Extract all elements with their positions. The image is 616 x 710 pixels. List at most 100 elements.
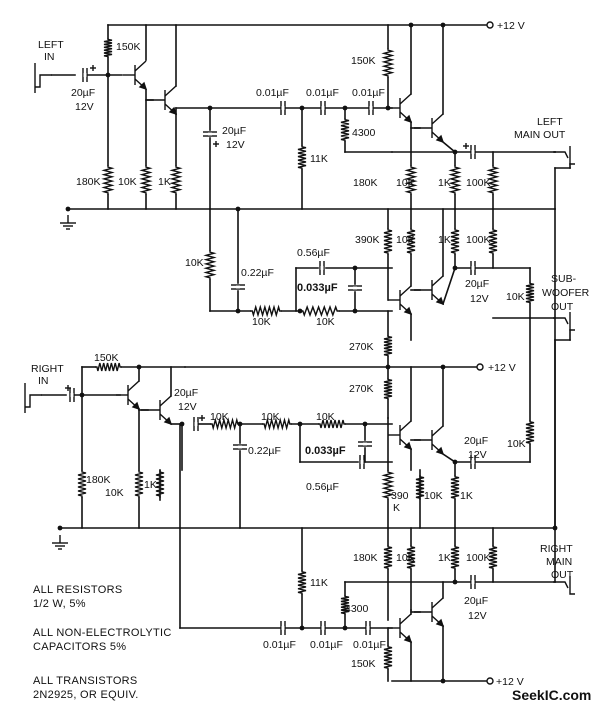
resistor [101, 165, 115, 195]
sub-c-033: 0.033µF [297, 282, 338, 294]
resistor [406, 228, 416, 255]
npn-transistor [414, 113, 445, 144]
capacitor-gap [208, 132, 212, 136]
resistor [525, 282, 535, 304]
capacitor-gap [360, 460, 364, 464]
sub-r-a: 10K [252, 316, 271, 328]
junction-dot [79, 392, 85, 398]
left-r-bot3: 1K [158, 176, 171, 188]
capacitor-gap [471, 266, 475, 270]
right-c1: 0.01µF [263, 639, 296, 651]
right-r-bot3: 1K [144, 479, 157, 491]
sub-r-in: 10K [185, 257, 204, 269]
right-r-4300: 4300 [345, 603, 369, 615]
capacitor-gap [353, 286, 357, 290]
resistor [318, 419, 346, 429]
wire [441, 140, 457, 154]
resistor [488, 545, 498, 570]
right-c-gnd: 0.22µF [248, 445, 281, 457]
junction-dot [352, 308, 358, 314]
left-c3: 0.01µF [352, 87, 385, 99]
sub-r-100k: 100K [466, 234, 491, 246]
sub-r-390: 390K [355, 234, 380, 246]
resistor [297, 145, 307, 170]
junction-dot [65, 206, 71, 212]
right-in-label: RIGHT [31, 363, 64, 375]
capacitor-gap [321, 626, 325, 630]
sub-r-270a: 270K [349, 341, 374, 353]
right-c-056: 0.56µF [306, 481, 339, 493]
resistor [448, 165, 462, 195]
junction-dot [207, 105, 213, 111]
right-r-bot2: 10K [105, 487, 124, 499]
resistor [155, 470, 165, 498]
capacitor-gap [363, 442, 367, 446]
sub-r-10k: 10K [396, 234, 415, 246]
left-in-label: LEFT [38, 39, 64, 51]
resistor [250, 304, 282, 318]
resistor [486, 165, 500, 195]
right-cap-out-voltage: 12V [468, 610, 487, 622]
right-cap-ser-value: 20µF [174, 387, 198, 399]
resistor [406, 545, 416, 570]
sub-r-1k: 1K [438, 234, 451, 246]
right-r-390-k: K [393, 502, 400, 514]
junction-dot [452, 579, 458, 585]
npn-transistor [388, 285, 413, 316]
left-r-bot1: 180K [76, 176, 101, 188]
npn-transistor [140, 395, 173, 426]
junction-dot [342, 105, 348, 111]
left-r-4300: 4300 [352, 127, 376, 139]
circuit-wires [41, 24, 571, 682]
resistor [525, 420, 535, 445]
sub-out-label: SUB- [551, 273, 577, 285]
capacitor-gap [471, 580, 475, 584]
right-r-a: 10K [210, 411, 229, 423]
resistor [404, 165, 418, 195]
right-amp-r1k: 1K [438, 552, 451, 564]
resistor [340, 595, 350, 615]
right-in-label-2: IN [38, 375, 49, 387]
resistor [415, 475, 425, 500]
audio-jack [553, 576, 575, 595]
sub-r-out: 10K [506, 291, 525, 303]
right-r-c: 10K [316, 411, 335, 423]
left-c2: 0.01µF [306, 87, 339, 99]
junction-dot [408, 22, 414, 28]
left-amp-r10k: 10K [396, 177, 415, 189]
right-r-b: 10K [261, 411, 280, 423]
right-r-11k: 11K [310, 577, 328, 589]
left-out-label: LEFT [537, 116, 563, 128]
npn-transistor [116, 380, 141, 411]
resistor [450, 475, 460, 500]
audio-jack [34, 63, 52, 93]
left-c1: 0.01µF [256, 87, 289, 99]
right-cap-out2-voltage: 12V [468, 449, 487, 461]
junction-dot [440, 22, 446, 28]
junction-dot [362, 421, 368, 427]
sub-cap-out-value: 20µF [465, 278, 489, 290]
right-r-top: 150K [94, 352, 119, 364]
junction-dot [235, 206, 241, 212]
npn-transistor [388, 613, 413, 644]
junction-dot [297, 421, 303, 427]
junction-dot [440, 678, 446, 684]
junction-dot [179, 421, 185, 427]
junction-dot [552, 525, 558, 531]
resistor [95, 362, 122, 372]
npn-transistor [123, 60, 148, 91]
resistor [134, 470, 144, 498]
resistor [169, 165, 183, 195]
right-out-label-3: OUT [551, 569, 574, 581]
right-c-033: 0.033µF [305, 445, 346, 457]
right-c2: 0.01µF [310, 639, 343, 651]
right-r-10k-side: 10K [507, 438, 526, 450]
left-amp-r180: 180K [353, 177, 378, 189]
sub-r-270b: 270K [349, 383, 374, 395]
audio-jack [553, 146, 575, 165]
note-caps-2: CAPACITORS 5% [33, 641, 126, 653]
note-transistors-2: 2N2925, OR EQUIV. [33, 689, 139, 701]
capacitor-gap [320, 266, 324, 270]
right-r-bot1: 180K [86, 474, 111, 486]
left-cap-in-voltage: 12V [75, 101, 94, 113]
